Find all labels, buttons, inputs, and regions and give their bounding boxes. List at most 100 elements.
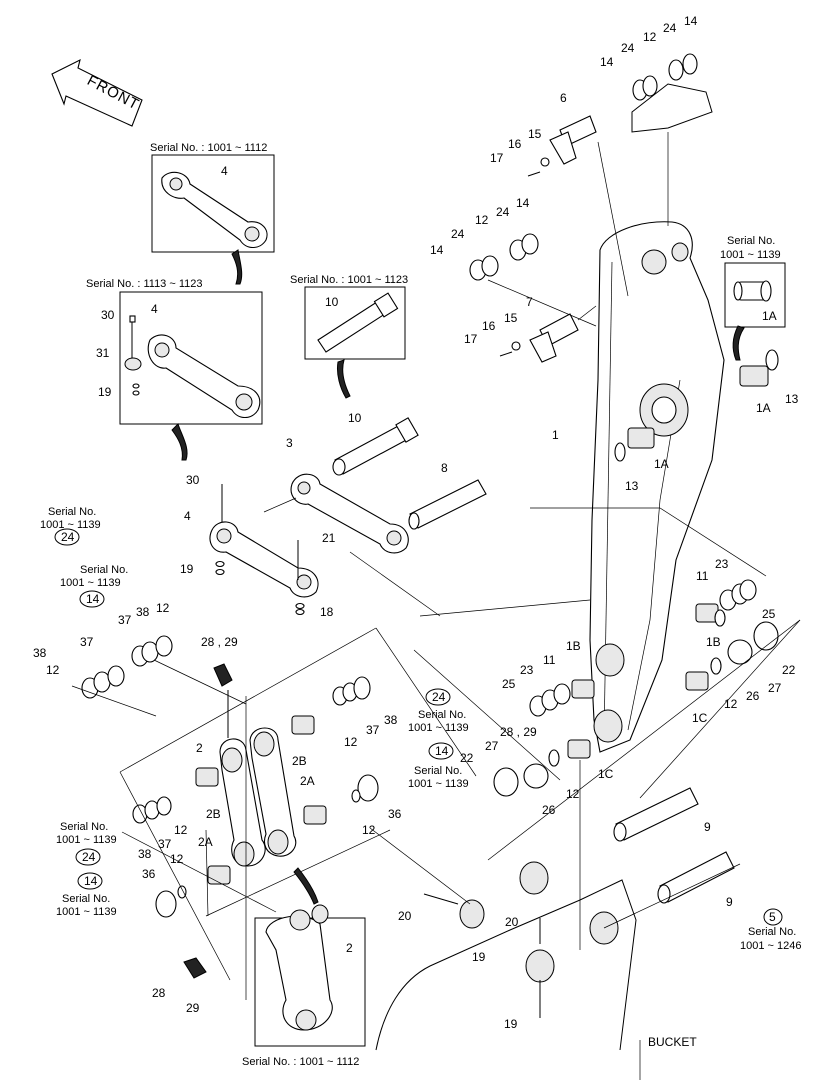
callout: 9 [726,895,733,909]
callout: 30 [101,308,115,322]
callout: 11 [543,653,556,667]
circled-ref: 14 [435,744,449,758]
callout: 24 [451,227,465,241]
link-4-top [161,171,268,249]
callout: 4 [221,164,228,178]
callout: 10 [348,411,362,425]
pins-6-7 [499,115,597,363]
callout: 2A [198,835,213,849]
callout: 13 [785,392,799,406]
arm-1 [589,221,725,753]
callout: 38 [33,646,47,660]
callout: 2 [196,741,203,755]
callout: 15 [504,311,518,325]
callout: 8 [441,461,448,475]
link-2-assembly [155,663,379,918]
callout: 30 [186,473,200,487]
callout: 38 [138,847,152,861]
serial-notes: Serial No. : 1001 ~ 1112 Serial No. : 11… [40,142,801,1068]
callout: 37 [158,837,172,851]
callout: 1C [598,767,614,781]
serial-note: Serial No. [414,765,462,777]
circled-ref: 24 [61,530,75,544]
callout: 16 [482,319,496,333]
callout: 12 [724,697,738,711]
circled-ref: 14 [86,592,100,606]
callout: 6 [560,91,567,105]
front-arrow: FRONT [51,58,143,127]
callout: 22 [460,751,474,765]
callout: 7 [526,295,533,309]
circled-ref: 24 [432,690,446,704]
circled-ref: 5 [769,910,776,924]
serial-note: 1001 ~ 1139 [56,906,117,918]
callout: 17 [490,151,504,165]
callout: 19 [180,562,194,576]
link-2-box [183,904,333,1031]
callout: 29 [186,1001,200,1015]
callout: 14 [430,243,444,257]
serial-note: 1001 ~ 1139 [408,722,469,734]
callout: 12 [475,213,489,227]
bushings-1b-1c [493,603,779,797]
callout: 1A [762,309,777,323]
callout: 37 [366,723,380,737]
callout: 38 [136,605,150,619]
callout: 21 [322,531,336,545]
callout: 1C [692,711,708,725]
callout: 18 [320,605,334,619]
serial-note: Serial No. [60,821,108,833]
pin-10 [317,292,419,476]
link-4-low [209,484,319,616]
callout: 12 [643,30,657,44]
callout: 4 [184,509,191,523]
serial-note: Serial No. [748,926,796,938]
serial-note: 1001 ~ 1246 [740,940,801,952]
callout: 28 , 29 [201,635,238,649]
callout: 24 [496,205,510,219]
serial-note: 1001 ~ 1139 [40,519,101,531]
callout: 1B [566,639,581,653]
serial-note: 1001 ~ 1139 [56,834,117,846]
callout: 1 [552,428,559,442]
serial-note: Serial No. [418,709,466,721]
bucket-label: BUCKET [648,1035,697,1049]
callout: 20 [398,909,412,923]
callout: 24 [663,21,677,35]
seal-stacks [81,53,757,824]
callout: 4 [151,302,158,316]
callout: 1A [756,401,771,415]
callout: 3 [286,436,293,450]
serial-note: Serial No. [80,564,128,576]
serial-note: 1001 ~ 1139 [60,577,121,589]
callout: 12 [156,601,170,615]
link-3 [290,473,487,554]
callout: 38 [384,713,398,727]
callout: 1A [654,457,669,471]
callout: 20 [505,915,519,929]
callout: 10 [325,295,339,309]
circled-refs: 24 14 24 14 24 14 5 [54,528,783,926]
circled-ref: 14 [84,874,98,888]
callout: 14 [684,14,698,28]
callout: 12 [344,735,358,749]
callout: 25 [502,677,516,691]
callout: 2 [346,941,353,955]
callout: 12 [566,787,580,801]
callout: 17 [464,332,478,346]
callout: 19 [472,950,486,964]
callout: 19 [98,385,112,399]
serial-note: Serial No. : 1001 ~ 1112 [242,1056,359,1068]
inset-boxes [119,83,786,1047]
callout: 14 [600,55,614,69]
leader-lines [71,132,801,1080]
serial-note: Serial No. [727,235,775,247]
callout: 31 [96,346,110,360]
serial-note: Serial No. : 1001 ~ 1123 [290,274,408,286]
callout: 37 [118,613,132,627]
callout: 2B [292,754,307,768]
part-callouts: 14 12 24 24 14 6 15 16 17 4 14 24 12 24 … [33,14,799,1031]
callout: 27 [485,739,499,753]
callout: 27 [768,681,782,695]
